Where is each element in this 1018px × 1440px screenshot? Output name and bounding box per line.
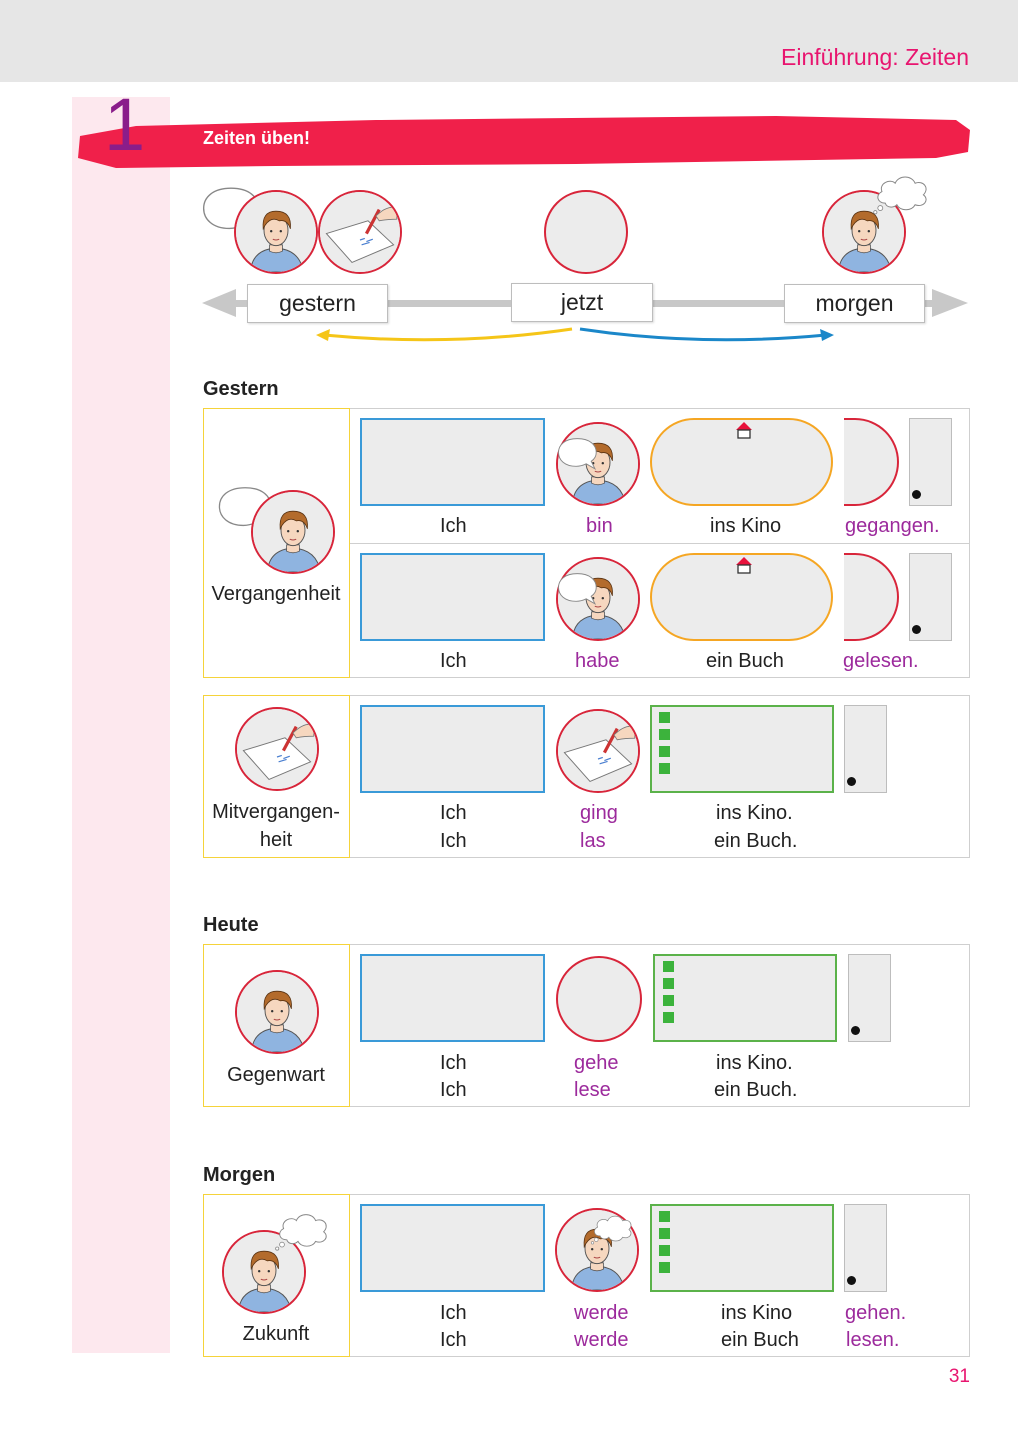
empty-present-circle (544, 190, 628, 274)
word-object: ins Kino. (716, 802, 793, 824)
word-subject: Ich (440, 1329, 467, 1351)
thought-bubble-icon (590, 1212, 634, 1246)
green-square-icon (659, 746, 670, 757)
word-verb: ging (580, 802, 618, 824)
green-square-icon (659, 1262, 670, 1273)
speech-bubble-icon (556, 436, 600, 474)
green-square-icon (659, 729, 670, 740)
word-verb: gehe (574, 1052, 619, 1074)
object-slot (653, 954, 837, 1042)
word-infinitive: lesen. (846, 1329, 900, 1351)
green-square-icon (659, 712, 670, 723)
timeline-now-label: jetzt (511, 283, 653, 322)
subject-slot (360, 705, 545, 793)
header-title: Einführung: Zeiten (781, 44, 969, 70)
word-object: ein Buch (721, 1329, 799, 1351)
word-aux: werde (574, 1329, 629, 1351)
boy-speaking-icon (556, 557, 640, 641)
page-number: 31 (948, 1366, 970, 1387)
timeline-past-label: gestern (247, 284, 388, 323)
subject-slot (360, 418, 545, 506)
thought-bubble-icon (872, 172, 930, 216)
object-slot (650, 705, 834, 793)
word-object: ins Kino. (716, 1052, 793, 1074)
word-aux: bin (586, 515, 613, 537)
speech-bubble-icon (556, 571, 600, 609)
section-title-heute: Heute (203, 914, 259, 936)
praeteritum-label-line1: Mitvergangen- (212, 801, 340, 823)
subject-slot (360, 1204, 545, 1292)
word-participle: gegangen. (845, 515, 940, 537)
side-strip (72, 97, 170, 1353)
sentence-end-slot (844, 705, 887, 793)
word-object: ein Buch. (714, 1079, 798, 1101)
green-square-icon (659, 1211, 670, 1222)
futur-label: Zukunft (242, 1323, 310, 1345)
word-object: ein Buch. (714, 830, 798, 852)
banner-brush-stroke (78, 116, 970, 168)
subject-slot (360, 553, 545, 641)
banner-title: Zeiten üben! (203, 128, 310, 148)
word-subject: Ich (440, 1302, 467, 1324)
green-square-icon (663, 978, 674, 989)
period-dot (847, 1276, 856, 1285)
green-square-icon (663, 995, 674, 1006)
boy-icon (235, 970, 319, 1054)
chapter-number: 1 (104, 83, 145, 166)
writing-hand-icon (556, 709, 640, 793)
period-dot (847, 777, 856, 786)
word-participle: gelesen. (843, 650, 919, 672)
house-icon (734, 419, 754, 441)
period-dot (912, 625, 921, 634)
empty-verb-circle (556, 956, 642, 1042)
word-verb: las (580, 830, 606, 852)
section-title-gestern: Gestern (203, 378, 279, 400)
writing-hand-icon (318, 190, 402, 274)
green-square-icon (659, 1245, 670, 1256)
word-subject: Ich (440, 802, 467, 824)
boy-speaking-icon (251, 490, 335, 574)
word-object: ein Buch (706, 650, 784, 672)
thought-bubble-icon (274, 1210, 330, 1252)
word-object: ins Kino (710, 515, 782, 537)
boy-speaking-icon (234, 190, 318, 274)
word-subject: Ich (440, 650, 467, 672)
subject-slot (360, 954, 545, 1042)
green-square-icon (659, 1228, 670, 1239)
green-square-icon (663, 961, 674, 972)
object-slot (650, 1204, 834, 1292)
word-subject: Ich (440, 1079, 467, 1101)
period-dot (851, 1026, 860, 1035)
green-square-icon (663, 1012, 674, 1023)
top-bar (0, 0, 1018, 82)
praeteritum-label-line2: heit (259, 829, 293, 851)
word-subject: Ich (440, 1052, 467, 1074)
green-square-icon (659, 763, 670, 774)
praesens-label: Gegenwart (227, 1064, 325, 1086)
word-aux: habe (575, 650, 620, 672)
writing-hand-icon (235, 707, 319, 791)
house-icon (734, 554, 754, 576)
word-object: ins Kino (721, 1302, 793, 1324)
word-subject: Ich (440, 515, 467, 537)
word-verb: lese (574, 1079, 611, 1101)
row-divider (350, 543, 970, 544)
perfekt-label: Vergangenheit (211, 583, 341, 605)
section-title-morgen: Morgen (203, 1164, 276, 1186)
word-subject: Ich (440, 830, 467, 852)
word-infinitive: gehen. (845, 1302, 907, 1324)
timeline-future-label: morgen (784, 284, 925, 323)
period-dot (912, 490, 921, 499)
word-aux: werde (574, 1302, 629, 1324)
